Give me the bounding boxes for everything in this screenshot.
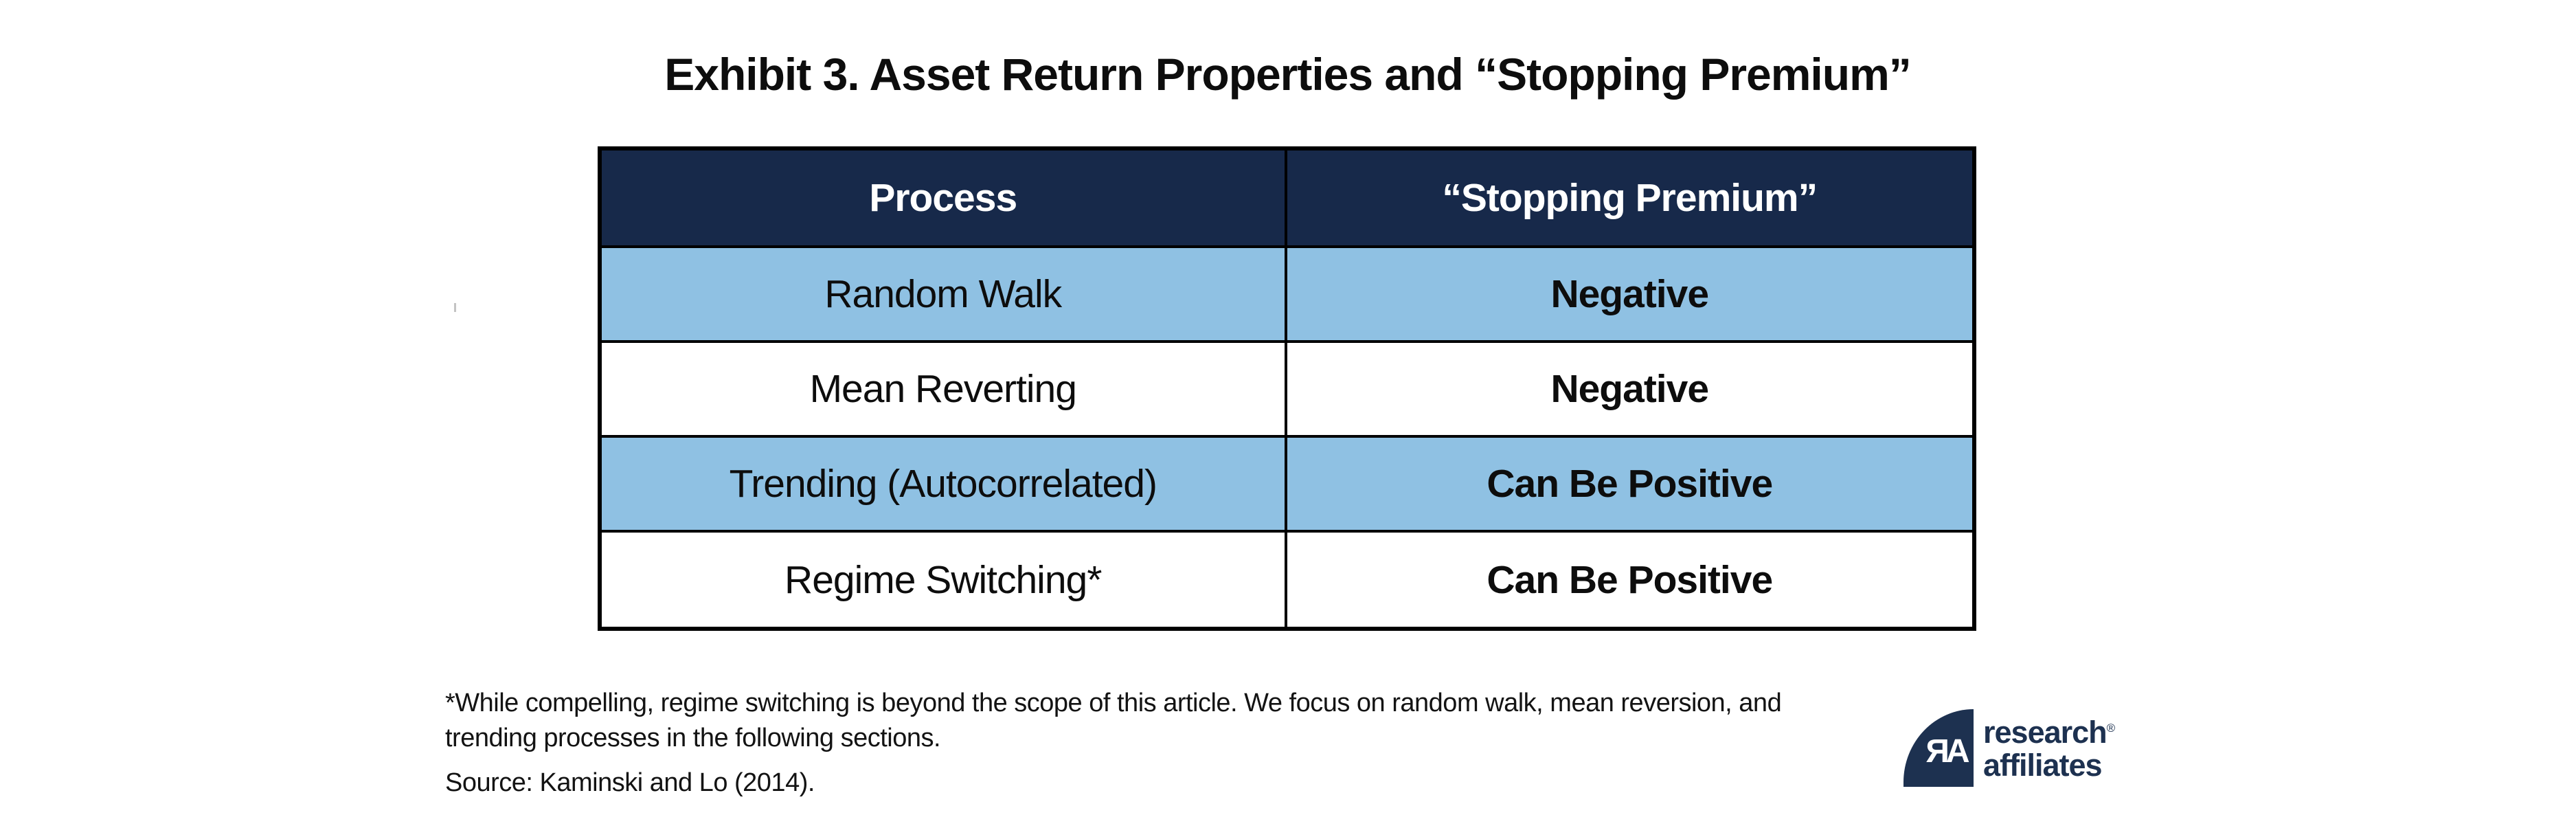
premium-cell: Can Be Positive (1487, 557, 1773, 602)
stray-artifact-mark (454, 303, 456, 312)
table-row: Trending (Autocorrelated) Can Be Positiv… (602, 438, 1972, 533)
process-cell: Random Walk (602, 248, 1287, 340)
premium-cell: Negative (1550, 367, 1709, 411)
asset-return-table: Process “Stopping Premium” Random Walk N… (598, 146, 1976, 631)
registered-trademark-icon: ® (2106, 722, 2115, 735)
research-affiliates-logo: ЯA research® affiliates (1903, 709, 2123, 789)
source-text: Source: Kaminski and Lo (2014). (445, 768, 815, 797)
table-row: Mean Reverting Negative (602, 343, 1972, 438)
footnote-line-2: trending processes in the following sect… (445, 724, 941, 752)
process-cell: Mean Reverting (602, 343, 1287, 435)
footnote-line-1: *While compelling, regime switching is b… (445, 689, 1782, 717)
premium-cell: Negative (1550, 272, 1709, 316)
table-row: Regime Switching* Can Be Positive (602, 533, 1972, 627)
logo-word-affiliates: affiliates (1983, 748, 2103, 783)
table-row: Random Walk Negative (602, 248, 1972, 343)
ra-monogram: ЯA (1925, 733, 1969, 770)
logo-wordmark: research® affiliates (1983, 712, 2115, 783)
exhibit-title: Exhibit 3. Asset Return Properties and “… (664, 49, 1912, 100)
table-header-row: Process “Stopping Premium” (602, 150, 1972, 248)
column-header-stopping-premium: “Stopping Premium” (1442, 176, 1818, 220)
footnote-text: *While compelling, regime switching is b… (445, 686, 1782, 756)
premium-cell: Can Be Positive (1487, 462, 1773, 506)
process-cell: Trending (Autocorrelated) (602, 438, 1287, 530)
logo-word-research: research (1983, 715, 2108, 750)
ra-logo-mark-icon: ЯA (1903, 709, 1974, 787)
process-cell: Regime Switching* (602, 533, 1287, 627)
column-header-process: Process (602, 150, 1287, 245)
